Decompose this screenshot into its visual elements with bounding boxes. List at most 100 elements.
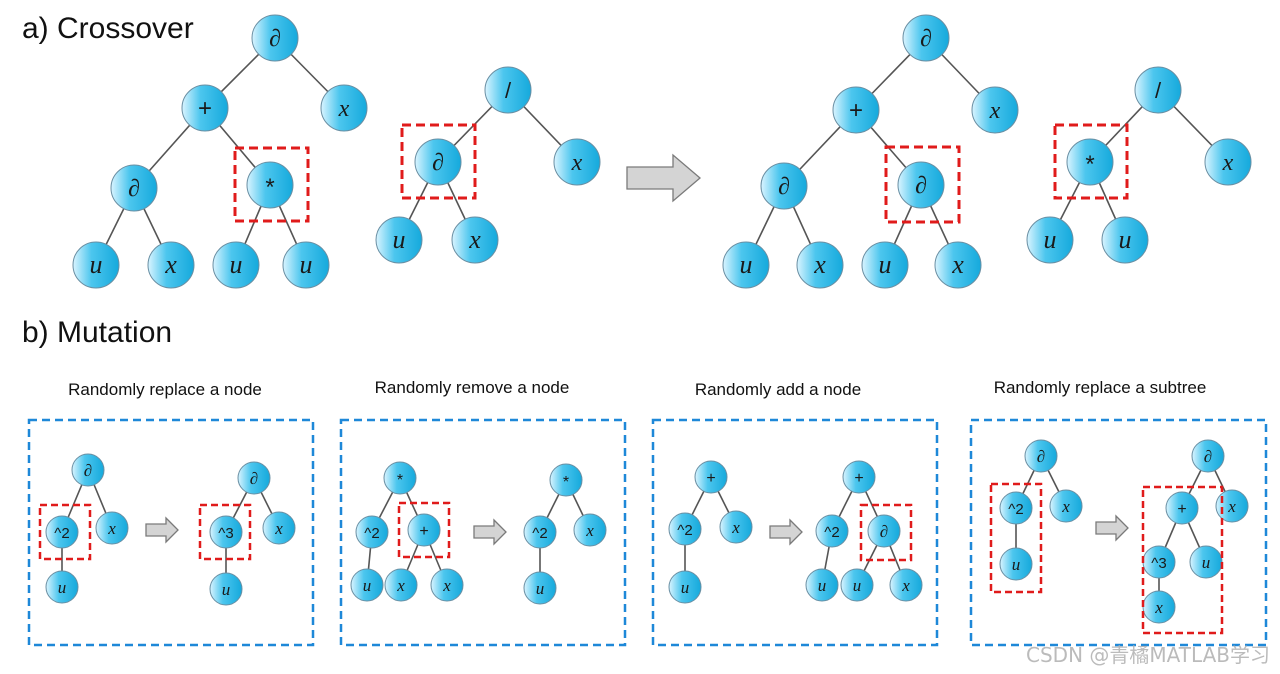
mutation-replace-subtree-before-tree: ∂ ^2 x u — [989, 439, 1083, 594]
svg-text:^2: ^2 — [54, 525, 69, 542]
tree-node: x — [430, 568, 464, 602]
svg-text:x: x — [1061, 497, 1070, 516]
svg-text:∂: ∂ — [250, 469, 258, 488]
svg-text:u: u — [740, 250, 753, 279]
tree-node: u — [1189, 545, 1223, 579]
svg-text:x: x — [901, 576, 910, 595]
tree-node: + — [694, 460, 728, 494]
svg-text:x: x — [585, 521, 594, 540]
tree-node: x — [147, 241, 195, 289]
tree-node: u — [45, 570, 79, 604]
svg-text:∂: ∂ — [1037, 447, 1045, 466]
mutation-highlight — [198, 503, 252, 561]
mutation-replace-node-after-tree: ∂ ^3 x u — [198, 461, 296, 606]
svg-text:x: x — [989, 98, 1001, 124]
svg-text:∂: ∂ — [84, 461, 92, 480]
svg-text:∂: ∂ — [128, 176, 140, 202]
crossover-parent1-tree: ∂ + x ∂ * u x u u — [72, 14, 368, 289]
tree-node: * — [549, 463, 583, 497]
tree-node: u — [375, 216, 423, 264]
mutation-add-node-before-tree: + ^2 x u — [668, 460, 753, 604]
mutation-replace-node-before-tree: ∂ ^2 x u — [38, 453, 129, 604]
mutation-arrow-icon — [473, 518, 507, 546]
svg-text:u: u — [393, 225, 406, 254]
tree-node: u — [523, 571, 557, 605]
tree-node: ∂ — [897, 161, 945, 209]
mutation-remove-node-before-tree: * ^2 + u x x — [350, 461, 464, 602]
mutation-panel-add-node — [651, 418, 939, 647]
mutation-panel-remove-node — [339, 418, 627, 647]
tree-node: + — [1165, 491, 1199, 525]
mutation-replace-subtree-after-tree: ∂ + x ^3 u x — [1141, 439, 1249, 635]
tree-node: x — [719, 510, 753, 544]
svg-text:x: x — [731, 518, 740, 537]
tree-node: ∂ — [251, 14, 299, 62]
tree-node: ∂ — [71, 453, 105, 487]
svg-text:x: x — [1222, 150, 1234, 176]
tree-node: x — [262, 511, 296, 545]
tree-node: ∂ — [237, 461, 271, 495]
svg-text:^3: ^3 — [1151, 555, 1166, 572]
svg-text:^2: ^2 — [364, 525, 379, 542]
tree-node: x — [95, 511, 129, 545]
tree-node: u — [209, 572, 243, 606]
mutation-highlight — [397, 501, 451, 559]
tree-node: / — [484, 66, 532, 114]
crossover-child2-tree: / * x u u — [1026, 66, 1252, 264]
mutation-arrow-icon — [769, 518, 803, 546]
svg-text:+: + — [198, 95, 212, 122]
crossover-arrow-icon — [626, 153, 702, 203]
svg-text:∂: ∂ — [432, 150, 444, 176]
mutation-caption: Randomly replace a subtree — [994, 378, 1207, 397]
svg-text:u: u — [1119, 225, 1132, 254]
tree-node: x — [553, 138, 601, 186]
svg-text:x: x — [951, 250, 964, 279]
svg-text:x: x — [571, 150, 583, 176]
tree-node: u — [72, 241, 120, 289]
svg-text:x: x — [396, 576, 405, 595]
tree-node: ∂ — [1191, 439, 1225, 473]
mutation-highlight — [1141, 485, 1224, 635]
tree-node: u — [805, 568, 839, 602]
mutation-add-node-after-tree: + ^2 ∂ u u x — [805, 460, 923, 602]
watermark: CSDN @青橘MATLAB学习 — [1026, 643, 1270, 667]
tree-node: ^2 — [999, 491, 1033, 525]
crossover-child1-tree: ∂ + x ∂ ∂ u x u x — [722, 14, 1019, 289]
svg-text:*: * — [563, 474, 569, 491]
tree-node: x — [971, 86, 1019, 134]
mutation-highlight — [859, 503, 913, 562]
svg-text:u: u — [879, 250, 892, 279]
tree-node: ∂ — [110, 164, 158, 212]
tree-node: u — [840, 568, 874, 602]
svg-text:u: u — [222, 580, 231, 599]
mutation-arrow-icon — [1095, 514, 1129, 542]
tree-node: x — [1142, 590, 1176, 624]
svg-text:u: u — [58, 578, 67, 597]
svg-text:∂: ∂ — [920, 26, 932, 52]
tree-node: x — [934, 241, 982, 289]
svg-text:x: x — [274, 519, 283, 538]
mutation-arrow-icon — [145, 516, 179, 544]
mutation-highlight — [989, 482, 1043, 594]
svg-text:u: u — [90, 250, 103, 279]
tree-node: x — [1204, 138, 1252, 186]
svg-text:x: x — [442, 576, 451, 595]
tree-node: x — [796, 241, 844, 289]
tree-node: ^2 — [355, 515, 389, 549]
svg-text:x: x — [164, 250, 177, 279]
tree-node: + — [832, 86, 880, 134]
crossover-parent2-tree: / ∂ x u x — [375, 66, 601, 264]
tree-node: u — [1026, 216, 1074, 264]
svg-text:∂: ∂ — [1204, 447, 1212, 466]
crossover-point-highlight — [233, 146, 310, 223]
mutation-panel-replace-subtree — [969, 418, 1268, 647]
svg-text:x: x — [338, 96, 350, 122]
svg-text:*: * — [265, 174, 274, 201]
svg-text:∂: ∂ — [269, 26, 281, 52]
svg-text:u: u — [818, 576, 827, 595]
svg-text:*: * — [1085, 151, 1094, 178]
tree-node: u — [722, 241, 770, 289]
tree-node: x — [384, 568, 418, 602]
svg-text:u: u — [300, 250, 313, 279]
svg-text:u: u — [536, 579, 545, 598]
